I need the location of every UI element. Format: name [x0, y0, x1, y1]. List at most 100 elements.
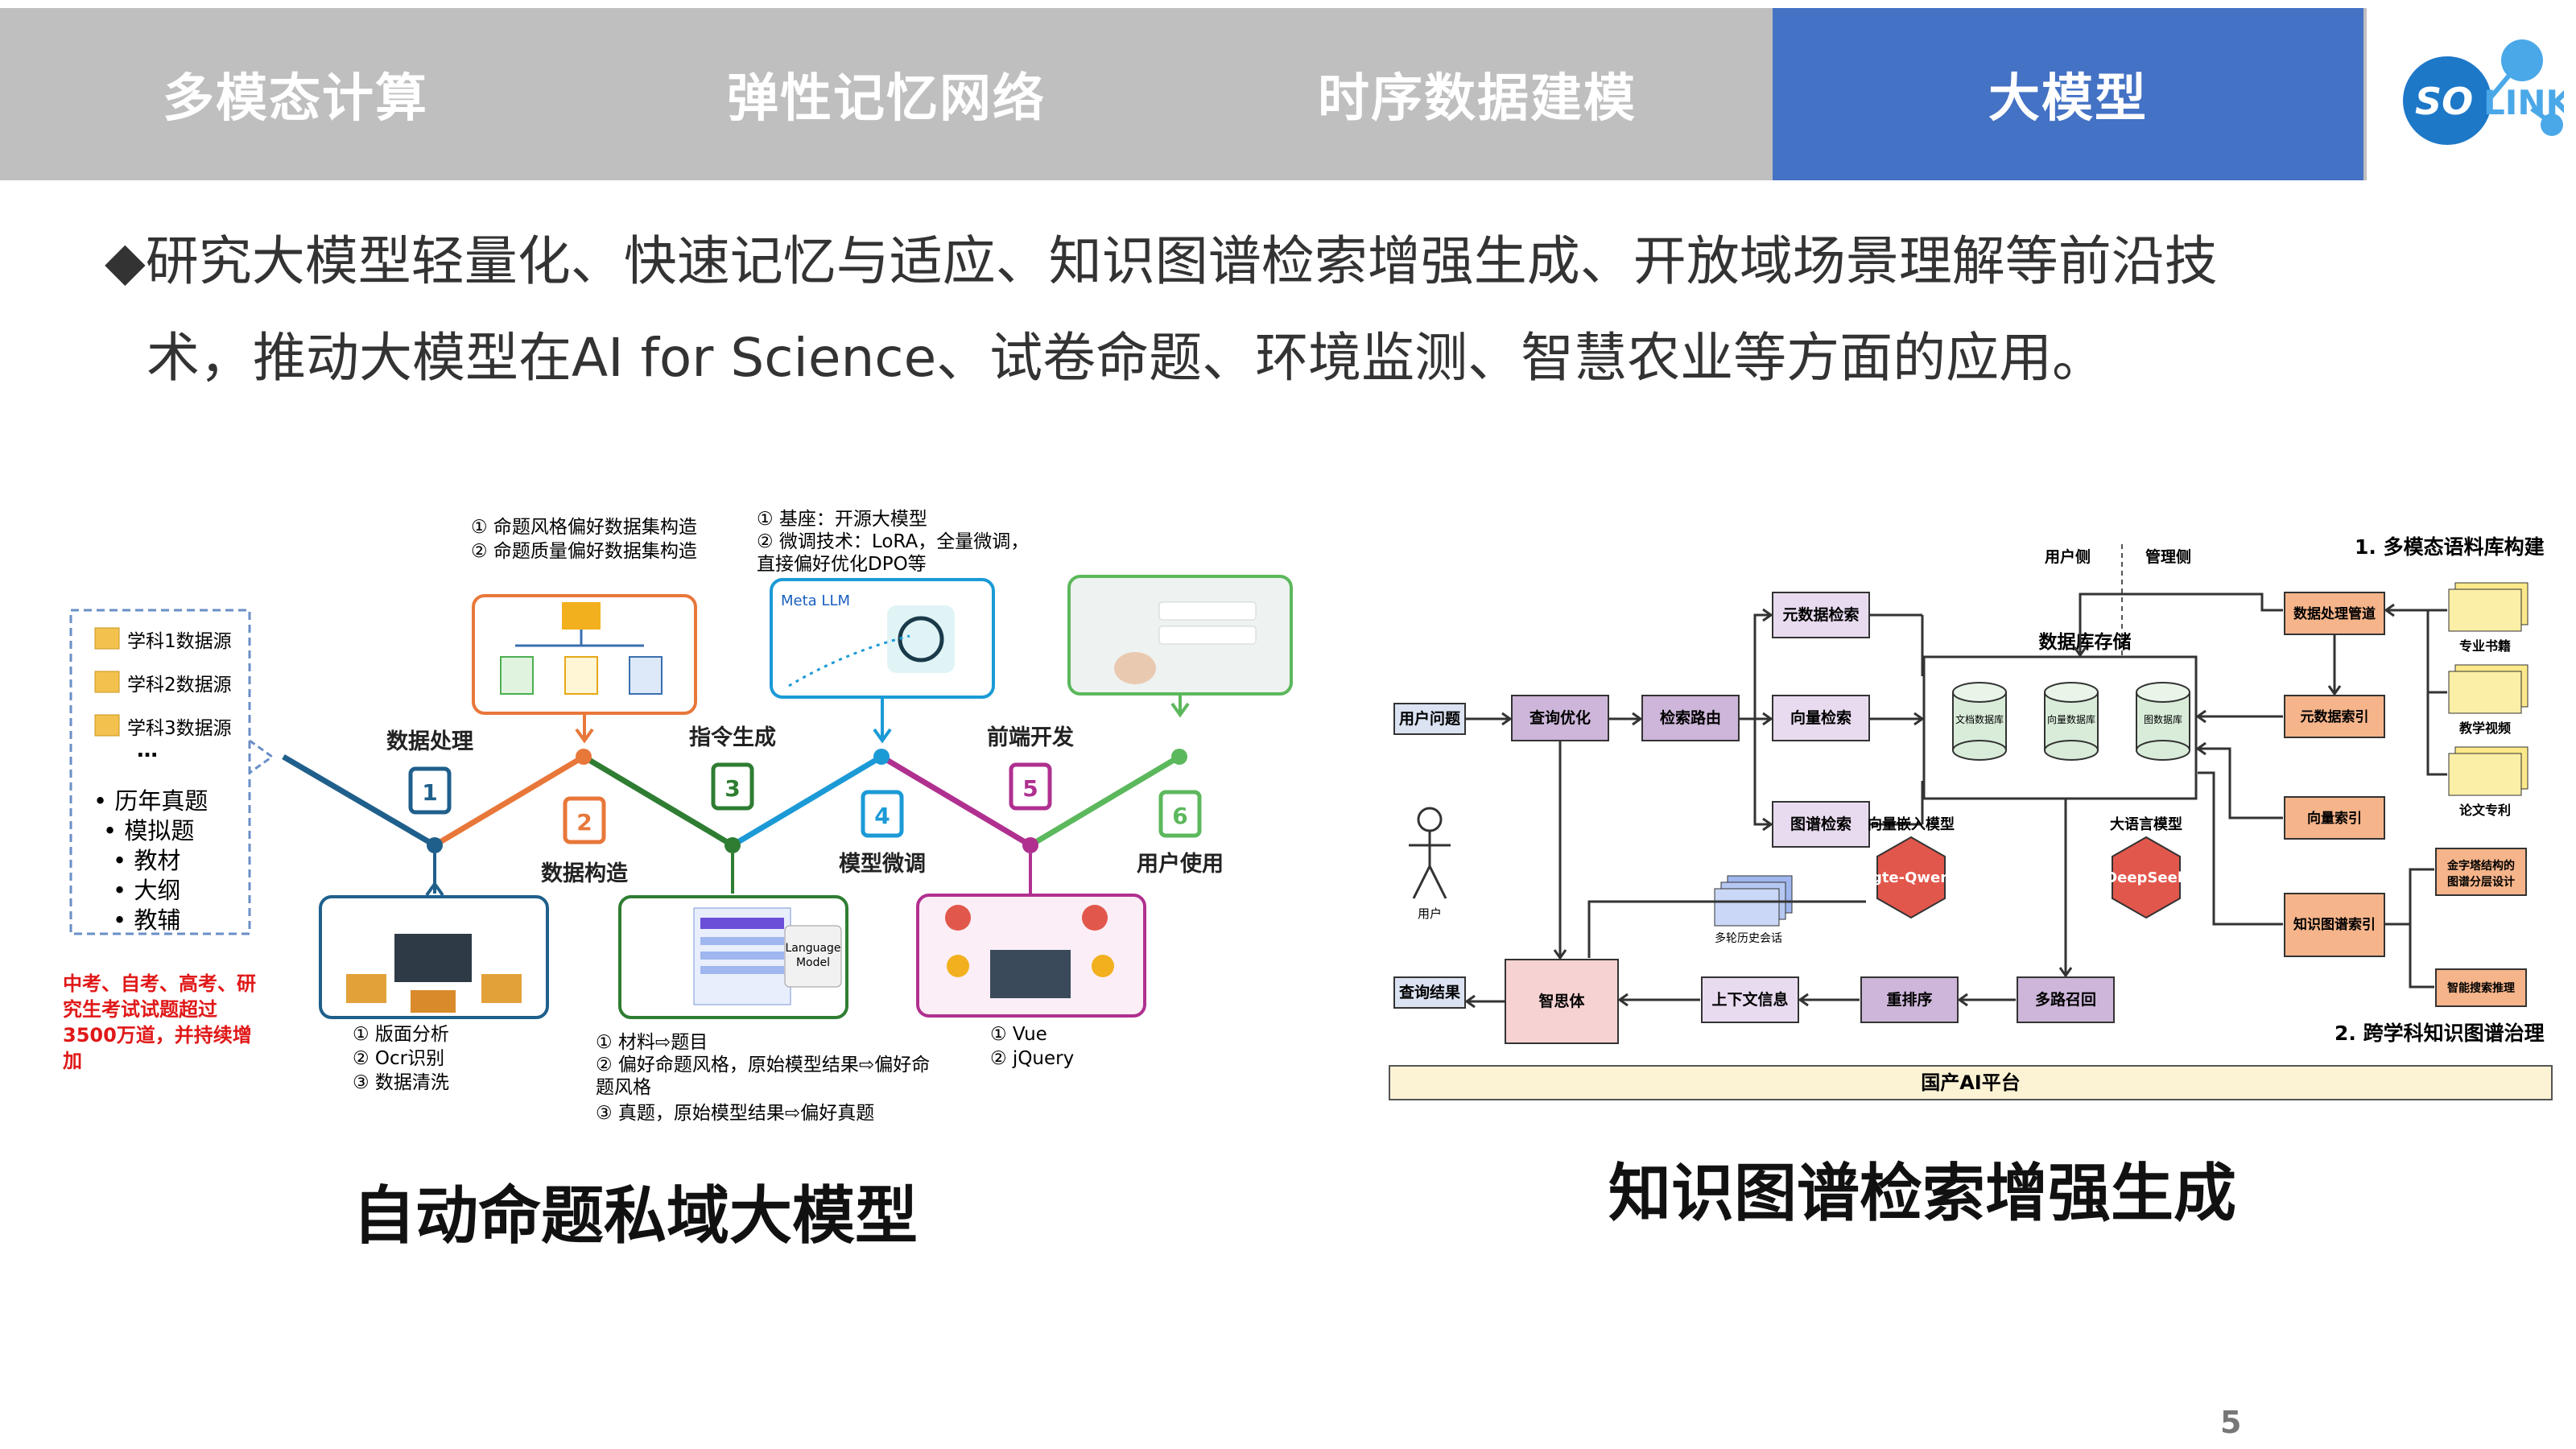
history-stack-icon: [1714, 875, 1793, 927]
svg-text:文档数据库: 文档数据库: [1955, 713, 2004, 725]
folder-icon: [94, 714, 120, 737]
svg-text:用户侧: 用户侧: [2045, 547, 2091, 566]
laptop-icon: [990, 950, 1071, 998]
svg-text:学科2数据源: 学科2数据源: [127, 675, 232, 696]
vector-index-box: 向量索引: [2284, 796, 2385, 840]
smart-reason-box: 智能搜索推理: [2435, 968, 2527, 1007]
hand-icon: [1114, 652, 1156, 684]
folder-icon: [562, 602, 601, 630]
svg-text:• 大纲: • 大纲: [113, 877, 180, 904]
intro-line-2: 术，推动大模型在AI for Science、试卷命题、环境监测、智慧农业等方面…: [147, 327, 2106, 389]
step-2: 2 数据构造: [541, 796, 628, 886]
svg-text:用户: 用户: [1418, 906, 1442, 921]
patents-stack-icon: 论文专利: [2448, 746, 2529, 818]
svg-text:学科3数据源: 学科3数据源: [127, 718, 232, 739]
videos-stack-icon: 教学视频: [2448, 664, 2529, 736]
vector-db: 向量数据库: [2044, 682, 2099, 761]
platform-bar: [1389, 1065, 2553, 1100]
meta-retrieval-box: 元数据检索: [1772, 592, 1870, 638]
svg-text:图谱检索: 图谱检索: [1790, 815, 1852, 833]
tab-elastic-memory[interactable]: 弹性记忆网络: [727, 69, 1046, 129]
openai-icon: [887, 605, 955, 673]
tab-multimodal[interactable]: 多模态计算: [163, 69, 428, 129]
source-list: 学科1数据源 学科2数据源 学科3数据源 …: [94, 627, 232, 762]
svg-text:图数据库: 图数据库: [2144, 713, 2182, 725]
folder-icon: [411, 990, 456, 1013]
svg-text:3500万道，并持续增: 3500万道，并持续增: [63, 1024, 252, 1046]
bottom-notes-2: ① 材料⇨题目 ② 偏好命题风格，原始模型结果⇨偏好命 题风格 ③ 真题，原始模…: [596, 1032, 930, 1124]
svg-text:向量索引: 向量索引: [2307, 810, 2362, 827]
svg-text:前端开发: 前端开发: [987, 724, 1074, 750]
corpus-stacks: 专业书籍 教学视频 论文专利: [2448, 582, 2529, 818]
svg-text:① 基座：开源大模型: ① 基座：开源大模型: [757, 509, 927, 530]
query-opt-box: 查询优化: [1511, 695, 1609, 741]
diamond-bullet-icon: ◆: [105, 230, 146, 292]
source-ellipsis: …: [137, 738, 158, 762]
data-processing-panel: [319, 853, 549, 1019]
page-number: 5: [2220, 1405, 2242, 1440]
instruction-gen-panel: Language Model: [618, 853, 848, 1019]
svg-text:③ 数据清洗: ③ 数据清洗: [353, 1072, 449, 1093]
user-figure-icon: [1409, 807, 1451, 899]
rerank-box: 重排序: [1860, 976, 1959, 1023]
svg-text:1. 多模态语料库构建: 1. 多模态语料库构建: [2355, 535, 2545, 559]
svg-text:• 历年真题: • 历年真题: [93, 787, 208, 815]
embed-model-icon: [1876, 836, 1946, 919]
svg-text:4: 4: [874, 803, 890, 829]
kg-rag-diagram: 用户侧 管理侧 1. 多模态语料库构建 2. 跨学科知识图谱治理 国产AI平台 …: [1389, 535, 2553, 1100]
svg-text:教学视频: 教学视频: [2459, 720, 2511, 736]
bottom-notes-3: ① Vue ② jQuery: [990, 1024, 1074, 1069]
data-construct-panel: [472, 594, 697, 715]
retrieval-route-box: 检索路由: [1641, 695, 1740, 741]
query-result-box: 查询结果: [1393, 976, 1466, 1009]
svg-text:元数据检索: 元数据检索: [1782, 605, 1859, 624]
top-notes-2: ① 基座：开源大模型 ② 微调技术：LoRA，全量微调， 直接偏好优化DPO等: [757, 509, 1029, 575]
solink-logo: SO LINK: [2403, 39, 2564, 145]
svg-text:LINK: LINK: [2483, 83, 2564, 122]
svg-text:① 材料⇨题目: ① 材料⇨题目: [596, 1032, 708, 1053]
svg-text:• 教辅: • 教辅: [113, 906, 180, 934]
svg-text:管理侧: 管理侧: [2145, 547, 2191, 566]
svg-text:③ 真题，原始模型结果⇨偏好真题: ③ 真题，原始模型结果⇨偏好真题: [596, 1103, 874, 1124]
graph-db: 图数据库: [2136, 682, 2190, 761]
svg-text:查询结果: 查询结果: [1398, 983, 1460, 1001]
svg-text:① 命题风格偏好数据集构造: ① 命题风格偏好数据集构造: [471, 517, 697, 538]
svg-text:数据构造: 数据构造: [541, 861, 628, 886]
svg-text:中考、自考、高考、研: 中考、自考、高考、研: [63, 972, 256, 995]
source-item-1: 学科1数据源: [94, 627, 232, 652]
svg-text:DeepSeek: DeepSeek: [2105, 869, 2188, 886]
svg-text:图谱分层设计: 图谱分层设计: [2447, 875, 2515, 889]
svg-text:数据处理管道: 数据处理管道: [2293, 605, 2376, 622]
svg-text:Model: Model: [796, 956, 830, 969]
svg-text:② jQuery: ② jQuery: [990, 1048, 1074, 1069]
svg-text:智能搜索推理: 智能搜索推理: [2446, 981, 2515, 995]
document-icon: [500, 656, 534, 695]
svg-text:2: 2: [576, 809, 592, 836]
svg-text:5: 5: [1022, 775, 1038, 802]
model-finetune-panel: Meta LLM: [770, 578, 995, 699]
svg-text:3: 3: [724, 775, 740, 802]
tab-timeseries[interactable]: 时序数据建模: [1318, 69, 1637, 129]
svg-text:大语言模型: 大语言模型: [2110, 815, 2182, 833]
auto-exam-model-diagram: 学科1数据源 学科2数据源 学科3数据源 … • 历年真题 • 模拟题 • 教材…: [63, 509, 1293, 1124]
svg-text:查询优化: 查询优化: [1529, 708, 1591, 727]
step-5: 5 前端开发: [987, 724, 1074, 811]
svg-text:知识图谱索引: 知识图谱索引: [2293, 916, 2376, 933]
top-notes-1: ① 命题风格偏好数据集构造 ② 命题质量偏好数据集构造: [471, 517, 697, 562]
document-icon: [629, 656, 663, 695]
svg-text:用户使用: 用户使用: [1137, 851, 1224, 877]
kg-index-box: 知识图谱索引: [2284, 893, 2385, 957]
svg-text:向量检索: 向量检索: [1790, 708, 1852, 727]
svg-text:上下文信息: 上下文信息: [1711, 990, 1788, 1009]
folder-icon: [346, 974, 386, 1003]
document-icon: [564, 656, 598, 695]
doc-db: 文档数据库: [1952, 682, 2007, 761]
svg-text:gte-Qwen: gte-Qwen: [1872, 869, 1951, 886]
svg-text:② 微调技术：LoRA，全量微调，: ② 微调技术：LoRA，全量微调，: [757, 531, 1029, 552]
books-stack-icon: 专业书籍: [2448, 582, 2529, 654]
svg-text:向量嵌入模型: 向量嵌入模型: [1868, 815, 1955, 833]
tab-large-model[interactable]: 大模型: [1773, 8, 2363, 180]
folder-icon: [94, 671, 120, 693]
